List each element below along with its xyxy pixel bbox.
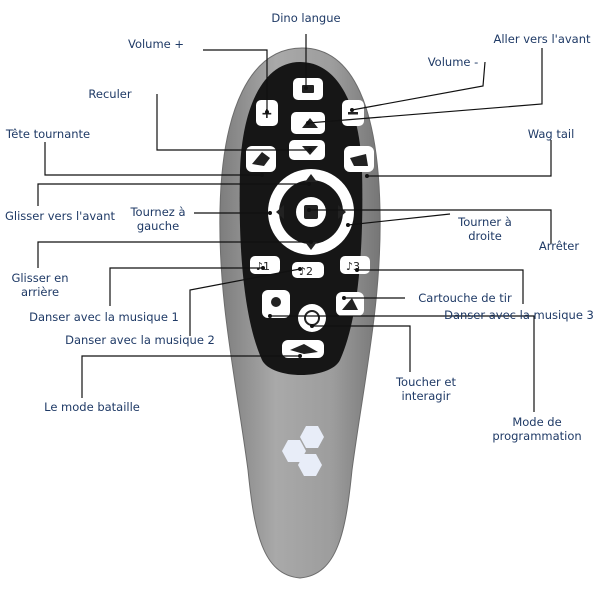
label-danser-musique-1: Danser avec la musique 1 — [29, 310, 179, 324]
minus-icon — [348, 112, 358, 115]
label-tournez-gauche-2: gauche — [137, 219, 179, 233]
music-2-key[interactable] — [292, 262, 324, 278]
label-volume-plus: Volume + — [128, 37, 184, 51]
label-mode-prog-2: programmation — [492, 429, 581, 443]
turn-left-icon — [276, 205, 284, 219]
music-2-label: ♪2 — [299, 265, 313, 278]
dino-head-icon — [252, 152, 270, 166]
dino-tail-icon — [350, 154, 368, 166]
label-glisser-arriere-2: arrière — [21, 285, 59, 299]
label-toucher-2: interagir — [401, 389, 450, 403]
label-glisser-avant: Glisser vers l'avant — [5, 209, 116, 223]
stop-icon — [304, 205, 318, 219]
music-1-key[interactable] — [250, 256, 280, 274]
label-toucher-1: Toucher et — [395, 375, 457, 389]
speech-icon — [302, 85, 314, 93]
leader-lines — [37, 34, 552, 412]
label-aller-vers-avant: Aller vers l'avant — [493, 32, 591, 46]
slide-forward-icon — [305, 174, 317, 182]
keypad-keys[interactable]: + ♪1 ♪2 ♪3 — [246, 78, 374, 358]
label-tete-tournante: Tête tournante — [5, 127, 90, 141]
label-tourner-droite-1: Tourner à — [457, 215, 512, 229]
label-tournez-gauche-1: Tournez à — [129, 205, 185, 219]
slide-back-icon — [305, 242, 317, 250]
plus-icon: + — [261, 106, 273, 122]
label-arreter: Arrêter — [539, 239, 580, 253]
label-tourner-droite-2: droite — [468, 229, 502, 243]
label-danser-musique-2: Danser avec la musique 2 — [65, 333, 215, 347]
label-wag-tail: Wag tail — [528, 127, 575, 141]
shoot-icon — [342, 298, 358, 310]
label-glisser-arriere-1: Glisser en — [11, 271, 68, 285]
label-volume-minus: Volume - — [428, 55, 479, 69]
touch-interact-key[interactable] — [298, 304, 326, 332]
turn-right-icon — [338, 205, 346, 219]
battle-icon — [290, 344, 318, 354]
label-cartouche-tir: Cartouche de tir — [418, 291, 512, 305]
label-mode-bataille: Le mode bataille — [44, 400, 140, 414]
label-dino-langue: Dino langue — [271, 11, 340, 25]
label-mode-prog-1: Mode de — [512, 415, 561, 429]
label-danser-musique-3: Danser avec la musique 3 — [444, 308, 594, 322]
callout-labels: Dino langue Volume + Aller vers l'avant … — [5, 11, 594, 443]
programming-icon — [271, 297, 281, 307]
label-reculer: Reculer — [88, 87, 131, 101]
led-indicator — [282, 426, 324, 476]
